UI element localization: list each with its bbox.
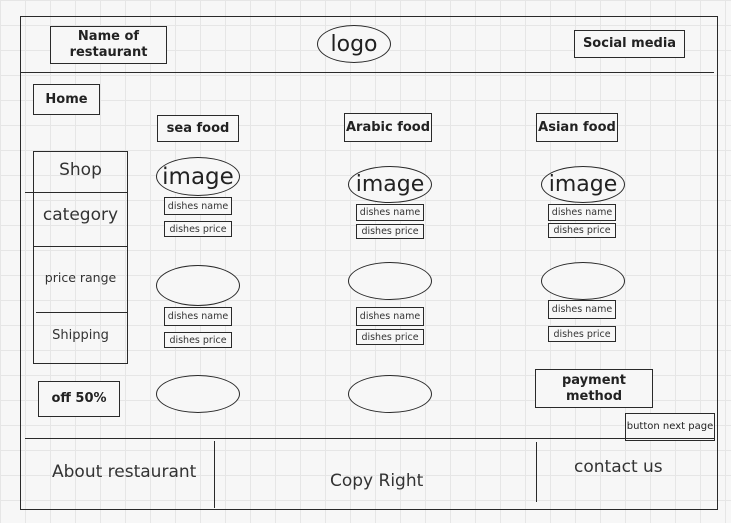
dish-name: dishes name [356,204,424,221]
footer-divider [25,438,715,439]
offer-button[interactable]: off 50% [38,381,120,417]
category-header-arabic-food[interactable]: Arabic food [344,113,432,142]
dish-image-placeholder[interactable] [348,262,432,300]
category-header-asian-food[interactable]: Asian food [536,113,618,142]
sidebar-item-price-range[interactable]: price range [44,270,117,285]
dish-name: dishes name [164,307,232,326]
social-media-button[interactable]: Social media [574,30,685,58]
next-page-button[interactable]: button next page [625,413,715,441]
category-header-sea-food[interactable]: sea food [157,115,239,142]
dish-price: dishes price [164,221,232,237]
sidebar-item-shop[interactable]: Shop [59,160,102,180]
sidebar-divider-1 [25,192,128,193]
sidebar-divider-3 [36,312,128,313]
footer-about-link[interactable]: About restaurant [52,462,197,482]
dish-name: dishes name [548,204,616,221]
dish-price: dishes price [164,332,232,348]
image-label: image [162,163,234,190]
sidebar-divider-2 [33,246,128,247]
dish-name: dishes name [356,307,424,326]
sidebar-menu [33,151,128,364]
dish-image[interactable]: image [541,166,625,203]
footer-contact-link[interactable]: contact us [574,457,663,477]
dish-price: dishes price [548,223,616,238]
dish-price: dishes price [356,224,424,239]
dish-image[interactable]: image [348,166,432,203]
dish-name: dishes name [164,197,232,215]
footer-copyright: Copy Right [330,471,424,491]
image-label: image [355,172,425,197]
home-button[interactable]: Home [33,84,100,115]
dish-name: dishes name [548,300,616,319]
dish-image[interactable]: image [156,157,240,196]
dish-image-placeholder[interactable] [541,262,625,300]
dish-price: dishes price [548,326,616,342]
dish-image-placeholder[interactable] [156,265,240,306]
dish-image-placeholder[interactable] [156,375,240,413]
restaurant-name[interactable]: Name of restaurant [50,26,167,64]
dish-image-placeholder[interactable] [348,375,432,413]
logo[interactable]: logo [317,25,391,63]
sidebar-item-shipping[interactable]: Shipping [52,328,109,343]
footer-column-divider-1 [214,441,215,508]
image-label: image [548,172,618,197]
sidebar-item-category[interactable]: category [42,205,119,225]
logo-label: logo [330,31,378,57]
dish-price: dishes price [356,329,424,345]
header-divider [20,72,714,73]
payment-method-button[interactable]: payment method [535,369,653,408]
footer-column-divider-2 [536,442,537,502]
page-frame [20,16,718,510]
